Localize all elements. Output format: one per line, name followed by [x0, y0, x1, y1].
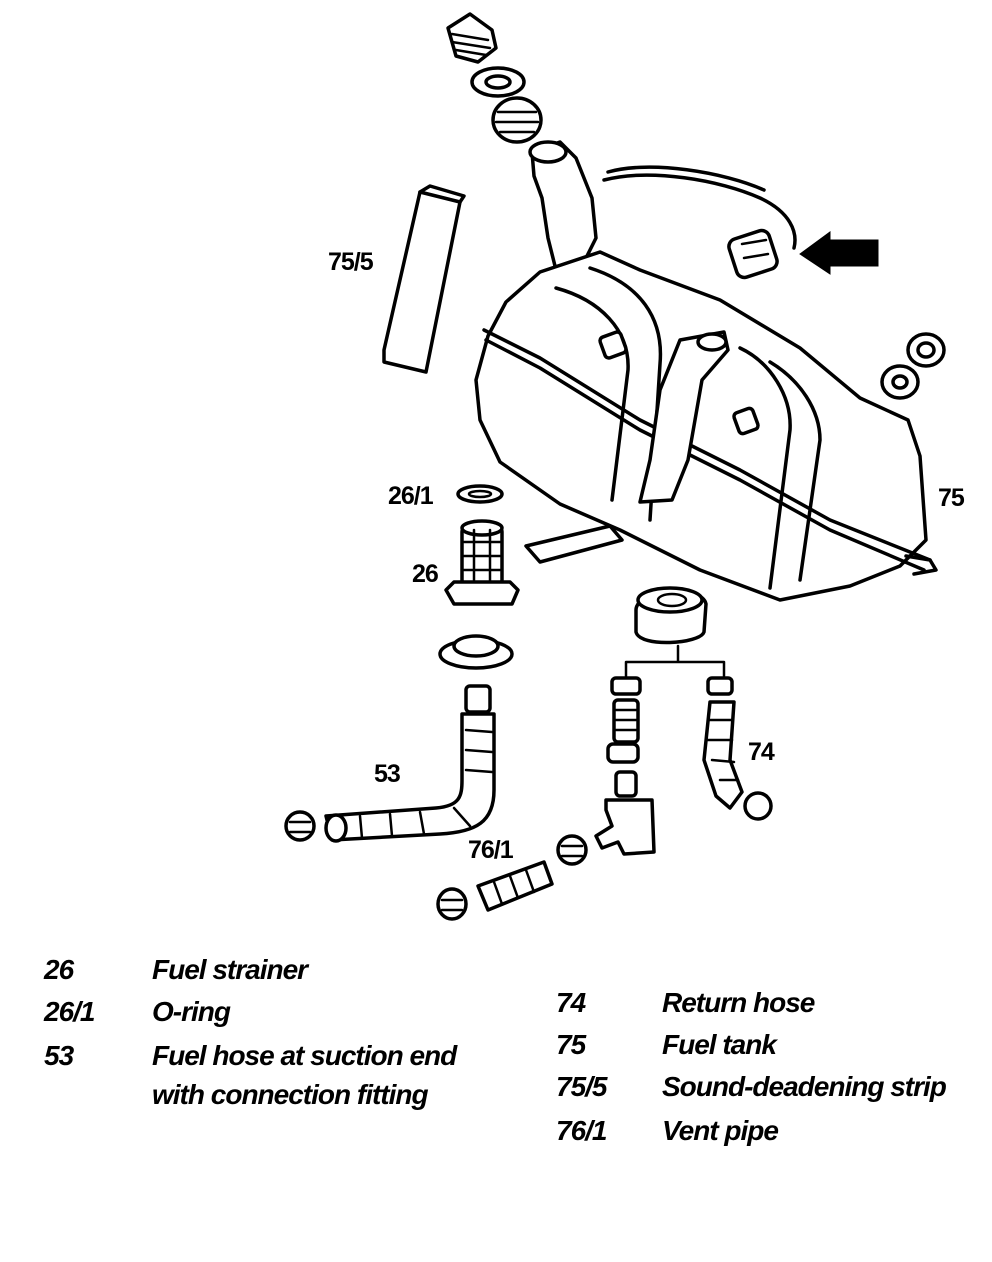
fuel-strainer [444, 519, 520, 606]
legend-num-74: 74 [556, 987, 586, 1018]
callout-26-1: 26/1 [388, 482, 434, 510]
vent-hose-fittings [594, 676, 656, 856]
legend-desc-26: Fuel strainer [152, 954, 308, 985]
legend-desc-53: Fuel hose at suction end [152, 1040, 457, 1071]
vent-lines [624, 644, 726, 678]
tank-mounting-washer [880, 364, 920, 400]
vent-pipe [476, 860, 554, 912]
filler-cap [446, 12, 498, 64]
legend-num-26: 26 [44, 954, 74, 985]
callout-53: 53 [374, 760, 400, 788]
callout-74: 74 [748, 738, 775, 766]
suction-fuel-hose [324, 684, 496, 843]
legend-desc-76-1: Vent pipe [662, 1115, 779, 1146]
direction-arrow-icon [799, 231, 879, 275]
strainer-seal-ring [438, 634, 514, 670]
fuel-tank-exploded-diagram: 75/5 75 26/1 26 53 74 76/1 [284, 12, 966, 921]
hose-clamp-return [743, 791, 773, 821]
filler-grommet [491, 96, 543, 144]
sound-deadening-strip [382, 184, 466, 374]
tank-sender-wire [602, 165, 797, 280]
vent-valve [634, 586, 708, 645]
legend-desc-53-line2: with connection fitting [152, 1079, 429, 1110]
tank-support-pad [524, 524, 624, 564]
hose-clamp-bottom [436, 887, 468, 921]
legend-desc-74: Return hose [662, 987, 815, 1018]
fuel-tank [474, 250, 938, 602]
legend-desc-75: Fuel tank [662, 1029, 777, 1060]
legend-num-53: 53 [44, 1040, 74, 1071]
filler-seal-washer [470, 66, 526, 98]
o-ring [456, 484, 504, 504]
hose-clamp-left [284, 810, 316, 842]
legend-num-75-5: 75/5 [556, 1071, 607, 1102]
callout-75: 75 [938, 484, 965, 512]
legend-desc-26-1: O-ring [152, 996, 231, 1027]
callout-75-5: 75/5 [328, 248, 374, 276]
legend-desc-75-5: Sound-deadening strip [662, 1071, 947, 1102]
legend-num-76-1: 76/1 [556, 1115, 607, 1146]
callout-76-1: 76/1 [468, 836, 514, 864]
legend-num-26-1: 26/1 [44, 996, 95, 1027]
return-hose [702, 676, 744, 810]
filler-neck [528, 140, 598, 272]
legend-num-75: 75 [556, 1029, 586, 1060]
callout-26: 26 [412, 560, 438, 588]
tank-mounting-nut [906, 332, 946, 368]
hose-clamp-vent [556, 834, 588, 866]
